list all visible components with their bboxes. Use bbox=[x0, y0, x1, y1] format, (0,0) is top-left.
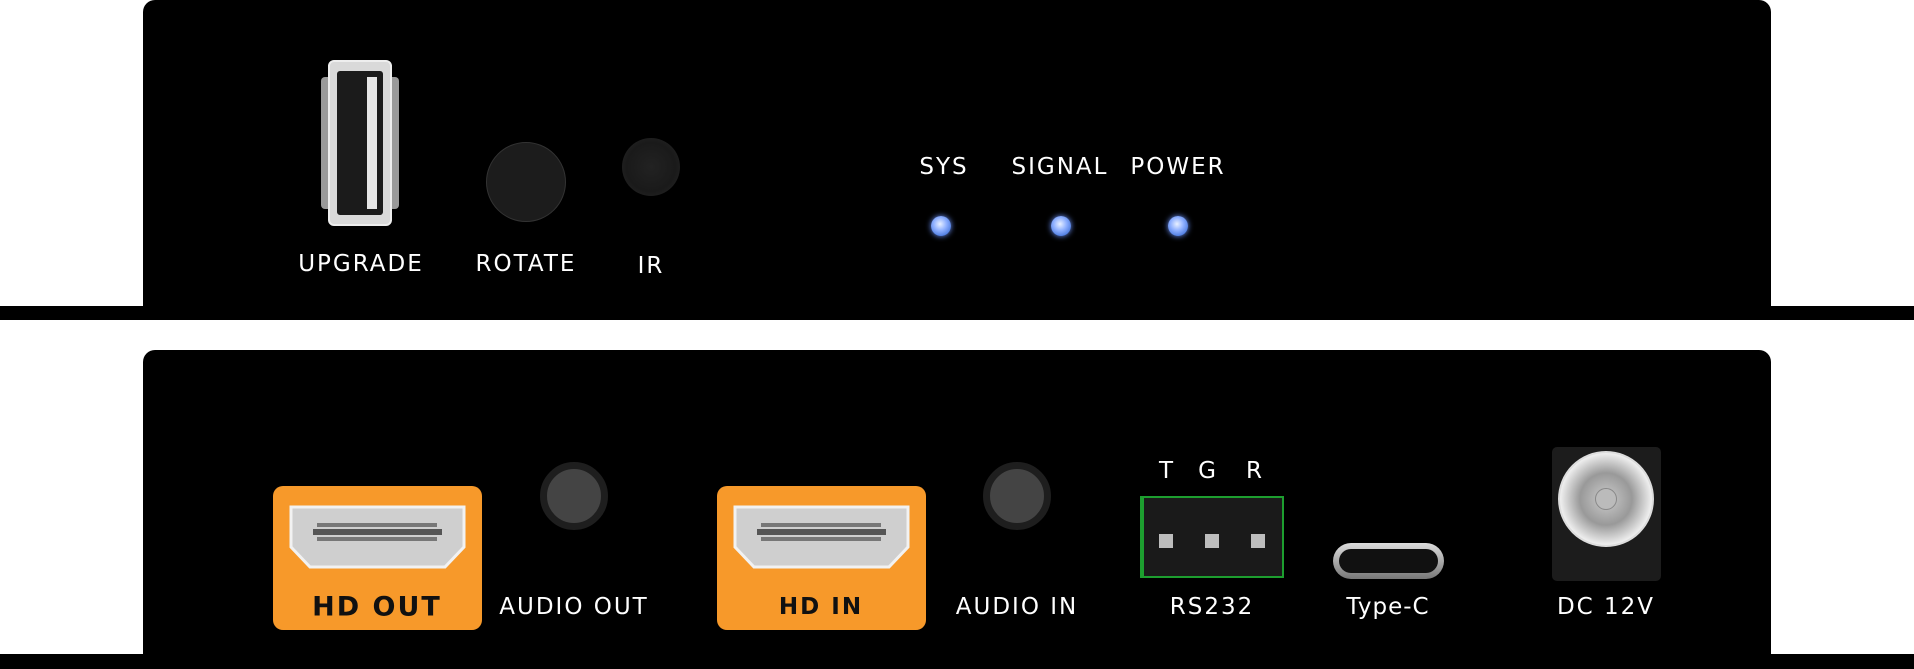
audio-in-jack bbox=[983, 462, 1051, 530]
type-c-port bbox=[1333, 543, 1444, 579]
hdmi-connector-icon bbox=[733, 505, 910, 569]
dc-power-jack bbox=[1552, 447, 1661, 581]
rotate-label: ROTATE bbox=[475, 251, 577, 277]
signal-led bbox=[1051, 216, 1071, 236]
dc-pin bbox=[1595, 488, 1617, 510]
rs232-pin-r-label: R bbox=[1246, 458, 1264, 484]
hdmi-connector-icon bbox=[289, 505, 466, 569]
rotate-button[interactable] bbox=[486, 142, 566, 222]
rs232-label: RS232 bbox=[1169, 594, 1255, 620]
upgrade-label: UPGRADE bbox=[298, 251, 424, 277]
hd-in-port: HD IN bbox=[717, 486, 926, 630]
rs232-pin-g-label: G bbox=[1198, 458, 1218, 484]
signal-label: SIGNAL bbox=[1011, 154, 1109, 180]
audio-in-label: AUDIO IN bbox=[955, 594, 1079, 620]
dc-12v-label: DC 12V bbox=[1556, 594, 1656, 620]
hd-out-port: HD OUT bbox=[273, 486, 482, 630]
power-label: POWER bbox=[1130, 154, 1226, 180]
front-panel bbox=[143, 0, 1771, 320]
ir-label: IR bbox=[637, 253, 665, 279]
audio-out-label: AUDIO OUT bbox=[499, 594, 649, 620]
type-c-label: Type-C bbox=[1346, 594, 1430, 620]
usb-port bbox=[317, 59, 403, 227]
hd-in-label: HD IN bbox=[778, 594, 864, 620]
rs232-pin-t-label: T bbox=[1158, 458, 1176, 484]
ir-sensor bbox=[622, 138, 680, 196]
hd-out-label: HD OUT bbox=[312, 591, 442, 623]
power-led bbox=[1168, 216, 1188, 236]
sys-label: SYS bbox=[919, 154, 969, 180]
audio-out-jack bbox=[540, 462, 608, 530]
rs232-terminal-block bbox=[1140, 496, 1284, 578]
sys-led bbox=[931, 216, 951, 236]
